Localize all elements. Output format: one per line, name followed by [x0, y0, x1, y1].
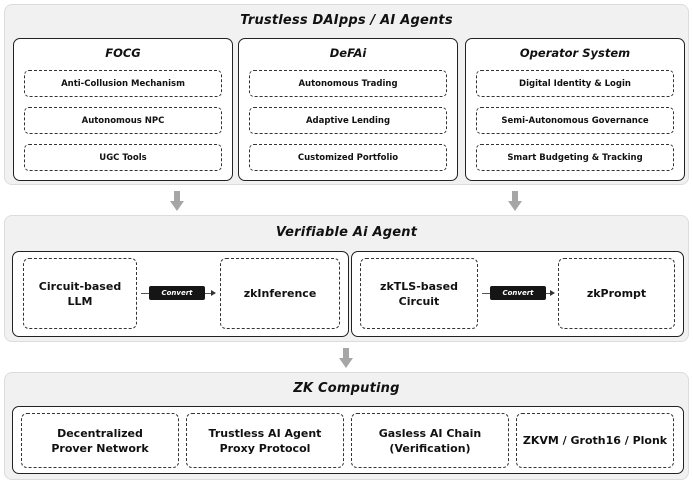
decentralized-prover-network-box: Decentralized Prover Network	[21, 413, 179, 468]
item-autonomous-npc: Autonomous NPC	[24, 107, 222, 134]
item-semi-autonomous-governance: Semi-Autonomous Governance	[476, 107, 674, 134]
item-anti-collusion: Anti-Collusion Mechanism	[24, 70, 222, 97]
convert-label: Convert	[490, 286, 546, 300]
panel-title: FOCG	[105, 46, 141, 60]
gasless-ai-chain-box: Gasless AI Chain (Verification)	[351, 413, 509, 468]
panel-defai: DeFAi Autonomous Trading Adaptive Lendin…	[238, 38, 458, 181]
item-digital-identity: Digital Identity & Login	[476, 70, 674, 97]
panel-zkinference: Circuit-based LLM Convert zkInference	[12, 251, 349, 337]
right-arrow-icon	[211, 290, 216, 296]
zk-computing-section: ZK Computing Decentralized Prover Networ…	[4, 372, 689, 480]
item-ugc-tools: UGC Tools	[24, 144, 222, 171]
panel-operator-system: Operator System Digital Identity & Login…	[465, 38, 685, 181]
panel-zkprompt: zkTLS-based Circuit Convert zkPrompt	[351, 251, 684, 337]
trustless-ai-agent-proxy-box: Trustless AI Agent Proxy Protocol	[186, 413, 344, 468]
verifiable-ai-agent-section: Verifiable Ai Agent Circuit-based LLM Co…	[4, 215, 689, 342]
item-smart-budgeting: Smart Budgeting & Tracking	[476, 144, 674, 171]
convert-label: Convert	[149, 286, 205, 300]
down-arrow-icon	[339, 348, 353, 368]
panel-title: Operator System	[519, 46, 631, 60]
circuit-based-llm-box: Circuit-based LLM	[23, 258, 137, 329]
zktls-based-circuit-box: zkTLS-based Circuit	[360, 258, 478, 329]
zkprompt-box: zkPrompt	[558, 258, 675, 329]
item-autonomous-trading: Autonomous Trading	[249, 70, 447, 97]
down-arrow-icon	[170, 191, 184, 211]
item-customized-portfolio: Customized Portfolio	[249, 144, 447, 171]
section-title: Verifiable Ai Agent	[275, 225, 418, 240]
zkvm-groth16-plonk-box: ZKVM / Groth16 / Plonk	[516, 413, 674, 468]
section-title: Trustless DAIpps / AI Agents	[240, 13, 453, 28]
trustless-dapps-section: Trustless DAIpps / AI Agents FOCG Anti-C…	[4, 4, 689, 185]
down-arrow-icon	[508, 191, 522, 211]
section-title: ZK Computing	[293, 381, 400, 396]
panel-title: DeFAi	[329, 46, 367, 60]
zk-computing-panel: Decentralized Prover Network Trustless A…	[12, 406, 684, 474]
panel-focg: FOCG Anti-Collusion Mechanism Autonomous…	[13, 38, 233, 181]
zkinference-box: zkInference	[220, 258, 340, 329]
item-adaptive-lending: Adaptive Lending	[249, 107, 447, 134]
right-arrow-icon	[550, 290, 555, 296]
